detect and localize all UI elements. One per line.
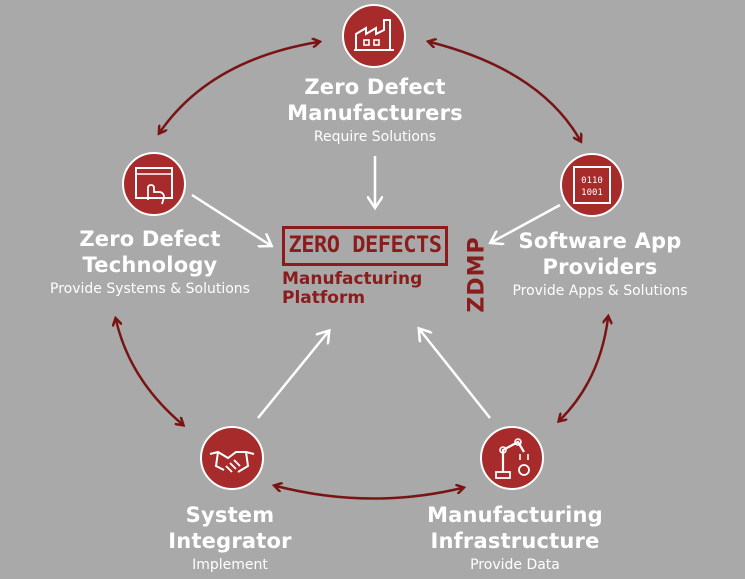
node-title: Zero Defect: [79, 227, 221, 251]
arc-manufacturers-software: [430, 42, 580, 140]
handshake-icon-circle: [200, 426, 264, 490]
logo-subtitle: Manufacturing Platform: [282, 270, 422, 308]
factory-icon-circle: [342, 4, 406, 68]
node-manufacturers: Zero Defect Manufacturers Require Soluti…: [270, 74, 480, 146]
node-subtitle: Provide Systems & Solutions: [50, 281, 250, 297]
arc-software-infrastructure: [560, 318, 608, 420]
node-title: Infrastructure: [430, 529, 600, 553]
node-technology: Zero Defect Technology Provide Systems &…: [40, 226, 260, 298]
arrow-integrator-to-platform: [257, 332, 328, 419]
logo-line2: Platform: [282, 288, 366, 308]
node-title: System: [185, 503, 275, 527]
arrow-software-to-platform: [492, 203, 561, 242]
node-title: Technology: [82, 253, 218, 277]
svg-text:1001: 1001: [581, 188, 603, 198]
logo-stamp: ZERO DEFECTS: [282, 226, 448, 266]
arrow-infrastructure-to-platform: [420, 330, 491, 419]
node-subtitle: Implement: [192, 557, 268, 573]
logo-vertical-text: ZDMP: [464, 236, 490, 313]
node-integrator: System Integrator Implement: [150, 502, 310, 574]
arc-integrator-infrastructure: [276, 486, 462, 500]
node-title: Manufacturing: [427, 503, 603, 527]
node-title: Providers: [542, 255, 658, 279]
node-infrastructure: Manufacturing Infrastructure Provide Dat…: [420, 502, 610, 574]
arrow-technology-to-platform: [191, 193, 270, 245]
node-subtitle: Provide Apps & Solutions: [512, 283, 688, 299]
svg-text:0110: 0110: [581, 176, 603, 186]
logo-line1: Manufacturing: [282, 269, 423, 289]
node-title: Software App: [518, 229, 682, 253]
binary-code-icon-circle: 0110 1001: [560, 153, 624, 217]
node-title: Zero Defect: [304, 75, 446, 99]
node-software: Software App Providers Provide Apps & So…: [500, 228, 700, 300]
handshake-icon: [209, 450, 255, 473]
factory-icon: [354, 19, 394, 51]
touch-screen-icon-circle: [122, 152, 186, 216]
node-subtitle: Require Solutions: [313, 129, 437, 145]
touch-screen-icon: [135, 167, 173, 205]
node-title: Integrator: [168, 529, 292, 553]
binary-code-icon: 0110 1001: [573, 166, 611, 204]
node-title: Manufacturers: [287, 101, 463, 125]
node-subtitle: Provide Data: [470, 557, 560, 573]
zdmp-logo: ZERO DEFECTS Manufacturing Platform ZDMP: [280, 226, 490, 316]
arc-manufacturers-technology: [160, 42, 318, 132]
robot-arm-icon-circle: [480, 426, 544, 490]
arc-technology-integrator: [116, 320, 182, 424]
robot-arm-icon: [495, 438, 530, 479]
